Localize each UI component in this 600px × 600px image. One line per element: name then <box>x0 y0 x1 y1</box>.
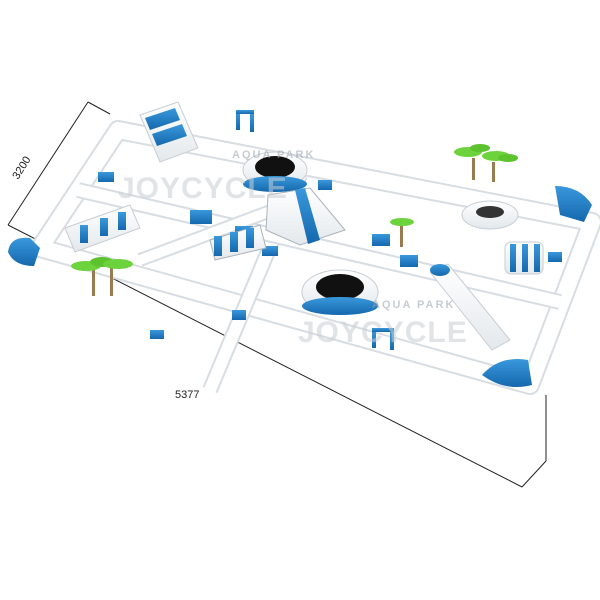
barrel-roller <box>504 241 544 275</box>
width-dimension-label: 5377 <box>175 389 199 401</box>
central-slide-tower <box>209 187 346 261</box>
svg-text:JOYCYCLE: JOYCYCLE <box>298 316 468 349</box>
lower-trampoline <box>301 269 379 315</box>
blue-corner-caps <box>8 186 592 388</box>
palm-tree-cluster-top <box>454 144 518 182</box>
svg-text:AQUA PARK: AQUA PARK <box>372 299 455 311</box>
hurdles <box>236 110 394 350</box>
palm-tree-cluster-left <box>71 257 133 296</box>
left-obstacle <box>64 204 141 253</box>
crown-float <box>461 200 519 230</box>
watermark-lower: AQUA PARK JOYCYCLE <box>298 299 468 349</box>
svg-text:AQUA PARK: AQUA PARK <box>232 149 315 161</box>
palm-tree-single <box>390 218 414 247</box>
stair-tower <box>139 101 199 163</box>
tube-slide <box>429 263 511 351</box>
watermark-upper: AQUA PARK JOYCYCLE <box>118 149 315 205</box>
depth-dimension-label: 3200 <box>10 154 33 181</box>
svg-text:JOYCYCLE: JOYCYCLE <box>118 172 288 205</box>
blue-connector-blocks <box>98 172 562 339</box>
central-trampoline <box>242 151 308 192</box>
